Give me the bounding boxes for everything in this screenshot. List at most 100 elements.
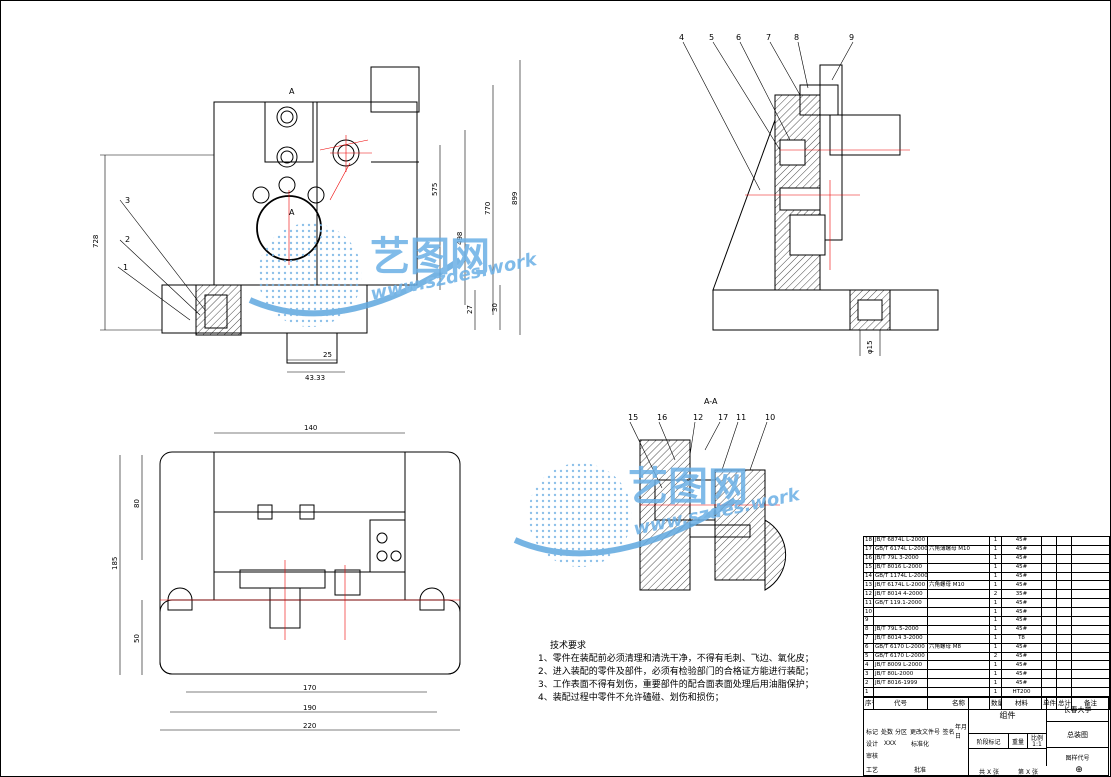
- bom-cell-name: [927, 633, 990, 644]
- bom-cell-code: [873, 687, 928, 698]
- tech-requirement-3: 3、工作表面不得有划伤，重要部件的配合面表面处理后用油脂保护；: [538, 680, 814, 690]
- bom-cell-no: 1: [863, 687, 874, 698]
- bom-cell-empty: [1071, 678, 1110, 689]
- tb-label-stage: 阶段标记: [969, 734, 1009, 748]
- front-dim-728: 728: [92, 235, 100, 248]
- bom-cell-qty: 1: [989, 633, 1002, 644]
- bom-cell-name: [927, 562, 990, 573]
- bom-cell-empty: [1056, 562, 1072, 573]
- bom-cell-empty: [1041, 562, 1057, 573]
- tb-label-sign: 签名: [942, 728, 955, 736]
- top-dim-50: 50: [133, 634, 141, 643]
- bom-cell-empty: [1071, 598, 1110, 609]
- bom-cell-empty: [1071, 633, 1110, 644]
- bom-cell-mat: 45#: [1001, 598, 1042, 609]
- bom-cell-code: JB/T 6874L L-2000: [873, 536, 928, 546]
- bom-cell-empty: [1041, 580, 1057, 591]
- front-section-mark-top: A: [289, 87, 295, 96]
- bom-cell-name: [927, 589, 990, 600]
- bom-cell-code: JB/T 6174L L-2000: [873, 580, 928, 591]
- bom-cell-no: 13: [863, 580, 874, 591]
- bom-cell-empty: [1041, 598, 1057, 609]
- tech-requirement-1: 1、零件在装配前必须清理和清洗干净，不得有毛刺、飞边、氧化皮；: [538, 654, 814, 664]
- bom-cell-empty: [1041, 651, 1057, 662]
- bom-cell-qty: 1: [989, 598, 1002, 609]
- bom-cell-qty: 1: [989, 580, 1002, 591]
- bom-cell-empty: [1041, 616, 1057, 626]
- tb-label-mark: 标记: [865, 728, 878, 736]
- bom-cell-empty: [1071, 580, 1110, 591]
- bom-cell-no: 7: [863, 633, 874, 644]
- bom-cell-name: [927, 687, 990, 698]
- tb-school: 长春大学: [1047, 698, 1108, 722]
- tech-requirement-4: 4、装配过程中零件不允许磕碰、划伤和损伤；: [538, 693, 724, 703]
- tb-sheet-no: 第 X 张: [1018, 768, 1038, 776]
- section-view: [629, 421, 787, 591]
- bom-cell-mat: 45#: [1001, 678, 1042, 689]
- bom-cell-qty: 2: [989, 651, 1002, 662]
- bom-cell-name: [927, 624, 990, 635]
- bom-cell-empty: [1041, 607, 1057, 618]
- top-dim-80: 80: [133, 499, 141, 508]
- bom-cell-empty: [1041, 536, 1057, 546]
- tb-label-weight: 重量: [1009, 734, 1028, 748]
- top-dim-185: 185: [111, 557, 119, 570]
- bom-cell-empty: [1071, 544, 1110, 555]
- bom-cell-empty: [1071, 571, 1110, 582]
- bom-cell-name: [927, 571, 990, 582]
- bom-cell-mat: 45#: [1001, 642, 1042, 653]
- bom-cell-code: GB/T 6174L L-2000: [873, 544, 928, 555]
- bom-cell-empty: [1071, 553, 1110, 564]
- top-dim-190: 190: [303, 704, 316, 712]
- bom-cell-no: 5: [863, 651, 874, 662]
- bom-cell-no: 2: [863, 678, 874, 689]
- bom-cell-code: GB/T 6170 L-2000: [873, 642, 928, 653]
- bom-cell-empty: [1041, 669, 1057, 680]
- tech-requirement-2: 2、进入装配的零件及部件，必须有检验部门的合格证方能进行装配；: [538, 667, 814, 677]
- bom-cell-empty: [1071, 536, 1110, 546]
- bom-cell-no: 8: [863, 624, 874, 635]
- bom-cell-empty: [1041, 589, 1057, 600]
- top-dim-220: 220: [303, 722, 316, 730]
- bom-cell-no: 14: [863, 571, 874, 582]
- bom-cell-name: [927, 678, 990, 689]
- bom-cell-empty: [1056, 589, 1072, 600]
- bom-cell-empty: [1071, 660, 1110, 671]
- tb-label-approve: 批准: [913, 766, 926, 774]
- bom-cell-code: JB/T 80L-2000: [873, 669, 928, 680]
- bom-cell-empty: [1071, 642, 1110, 653]
- bom-cell-mat: T8: [1001, 633, 1042, 644]
- bom-cell-no: 15: [863, 562, 874, 573]
- bom-cell-mat: 45#: [1001, 536, 1042, 546]
- bom-cell-empty: [1056, 580, 1072, 591]
- bom-cell-qty: 1: [989, 660, 1002, 671]
- bom-cell-mat: 45#: [1001, 660, 1042, 671]
- bom-cell-qty: 1: [989, 553, 1002, 564]
- bom-cell-empty: [1041, 642, 1057, 653]
- bom-cell-mat: 45#: [1001, 580, 1042, 591]
- bom-cell-empty: [1071, 607, 1110, 618]
- bom-cell-qty: 1: [989, 687, 1002, 698]
- section-callout-16: 16: [657, 413, 667, 422]
- bom-cell-no: 17: [863, 544, 874, 555]
- side-callout-6: 6: [736, 33, 741, 42]
- bom-cell-code: JB/T 79L 5-2000: [873, 624, 928, 635]
- tb-scale-value: 1:1: [1028, 741, 1047, 748]
- front-dim-25: 25: [323, 351, 332, 359]
- front-callout-2: 2: [125, 235, 130, 244]
- bom-cell-code: [873, 616, 928, 626]
- tb-label-craft: 工艺: [865, 766, 878, 774]
- bom-cell-code: JB/T 79L 3-2000: [873, 553, 928, 564]
- section-callout-11: 11: [736, 413, 746, 422]
- bom-cell-code: GB/T 1174L L-2000: [873, 571, 928, 582]
- tb-sheets-total: 共 X 张: [979, 768, 999, 776]
- section-callout-17: 17: [718, 413, 728, 422]
- bom-cell-qty: 1: [989, 624, 1002, 635]
- bom-cell-name: 六角薄螺母 M10: [927, 544, 990, 555]
- bom-cell-no: 18: [863, 536, 874, 546]
- front-callout-1: 1: [123, 263, 128, 272]
